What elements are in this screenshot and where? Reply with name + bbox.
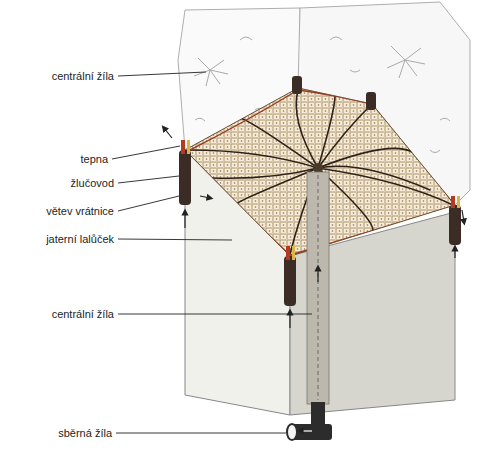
part-label: jaterní lalůček — [46, 233, 114, 246]
part-label: sběrná žíla — [58, 427, 112, 440]
part-label: tepna — [80, 153, 108, 166]
part-label: centrální žíla — [52, 308, 114, 321]
part-label: žlučovod — [71, 177, 114, 190]
part-label: centrální žíla — [52, 70, 114, 83]
part-label: větev vrátnice — [46, 205, 114, 218]
